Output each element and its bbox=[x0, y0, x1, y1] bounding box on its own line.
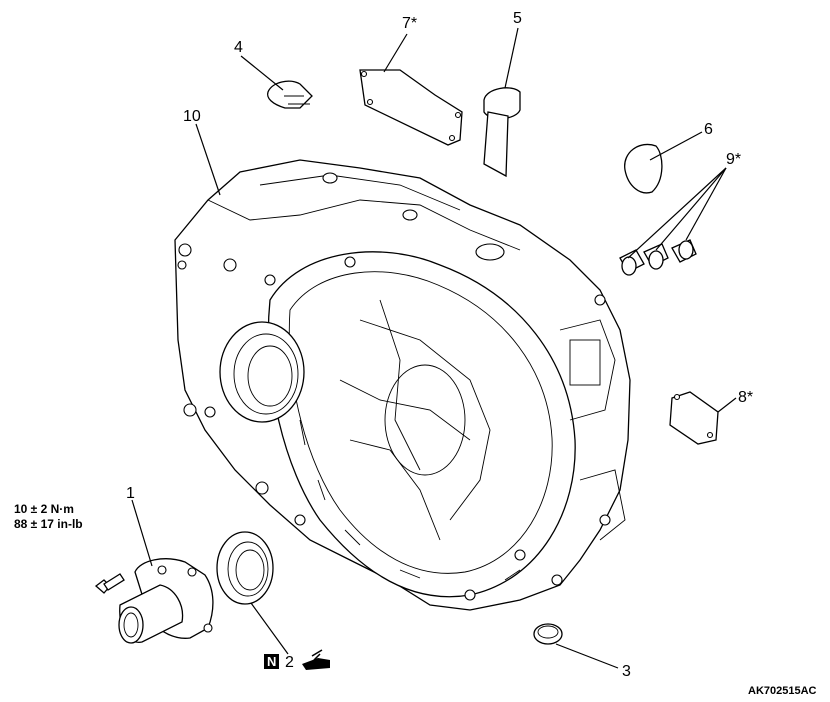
gasket-cover bbox=[359, 69, 463, 146]
callout-labels: 4 7* 5 10 6 9* 8* 1 2 3 bbox=[126, 10, 753, 680]
sensor bbox=[483, 87, 521, 178]
plug bbox=[533, 623, 563, 645]
callout-6: 6 bbox=[704, 121, 713, 138]
callout-7: 7* bbox=[402, 15, 417, 32]
figure-code: AK702515AC bbox=[748, 685, 817, 697]
callout-1: 1 bbox=[126, 485, 135, 502]
new-part-symbol: N bbox=[264, 654, 279, 669]
new-part-letter: N bbox=[267, 654, 276, 669]
torque-spec: 10 ± 2 N·m 88 ± 17 in-lb bbox=[14, 502, 83, 531]
torque-metric: 10 ± 2 N·m bbox=[14, 502, 74, 516]
callout-4: 4 bbox=[234, 39, 243, 56]
bushings bbox=[619, 239, 697, 276]
oil-seal bbox=[216, 531, 274, 605]
callout-5: 5 bbox=[513, 10, 522, 27]
callout-10: 10 bbox=[183, 108, 201, 125]
grease-icon bbox=[302, 649, 330, 670]
callout-8: 8* bbox=[738, 389, 753, 406]
callout-3: 3 bbox=[622, 663, 631, 680]
callout-9: 9* bbox=[726, 151, 741, 168]
torque-imperial: 88 ± 17 in-lb bbox=[14, 517, 83, 531]
cover-plate-small bbox=[669, 391, 719, 445]
retainer-bolt bbox=[94, 573, 125, 594]
callout-2: 2 bbox=[285, 654, 294, 671]
vent-cap bbox=[266, 80, 313, 109]
leader-lines bbox=[131, 27, 737, 669]
transaxle-case bbox=[174, 159, 631, 611]
cover-plate bbox=[624, 143, 663, 194]
bearing-retainer bbox=[118, 558, 214, 644]
